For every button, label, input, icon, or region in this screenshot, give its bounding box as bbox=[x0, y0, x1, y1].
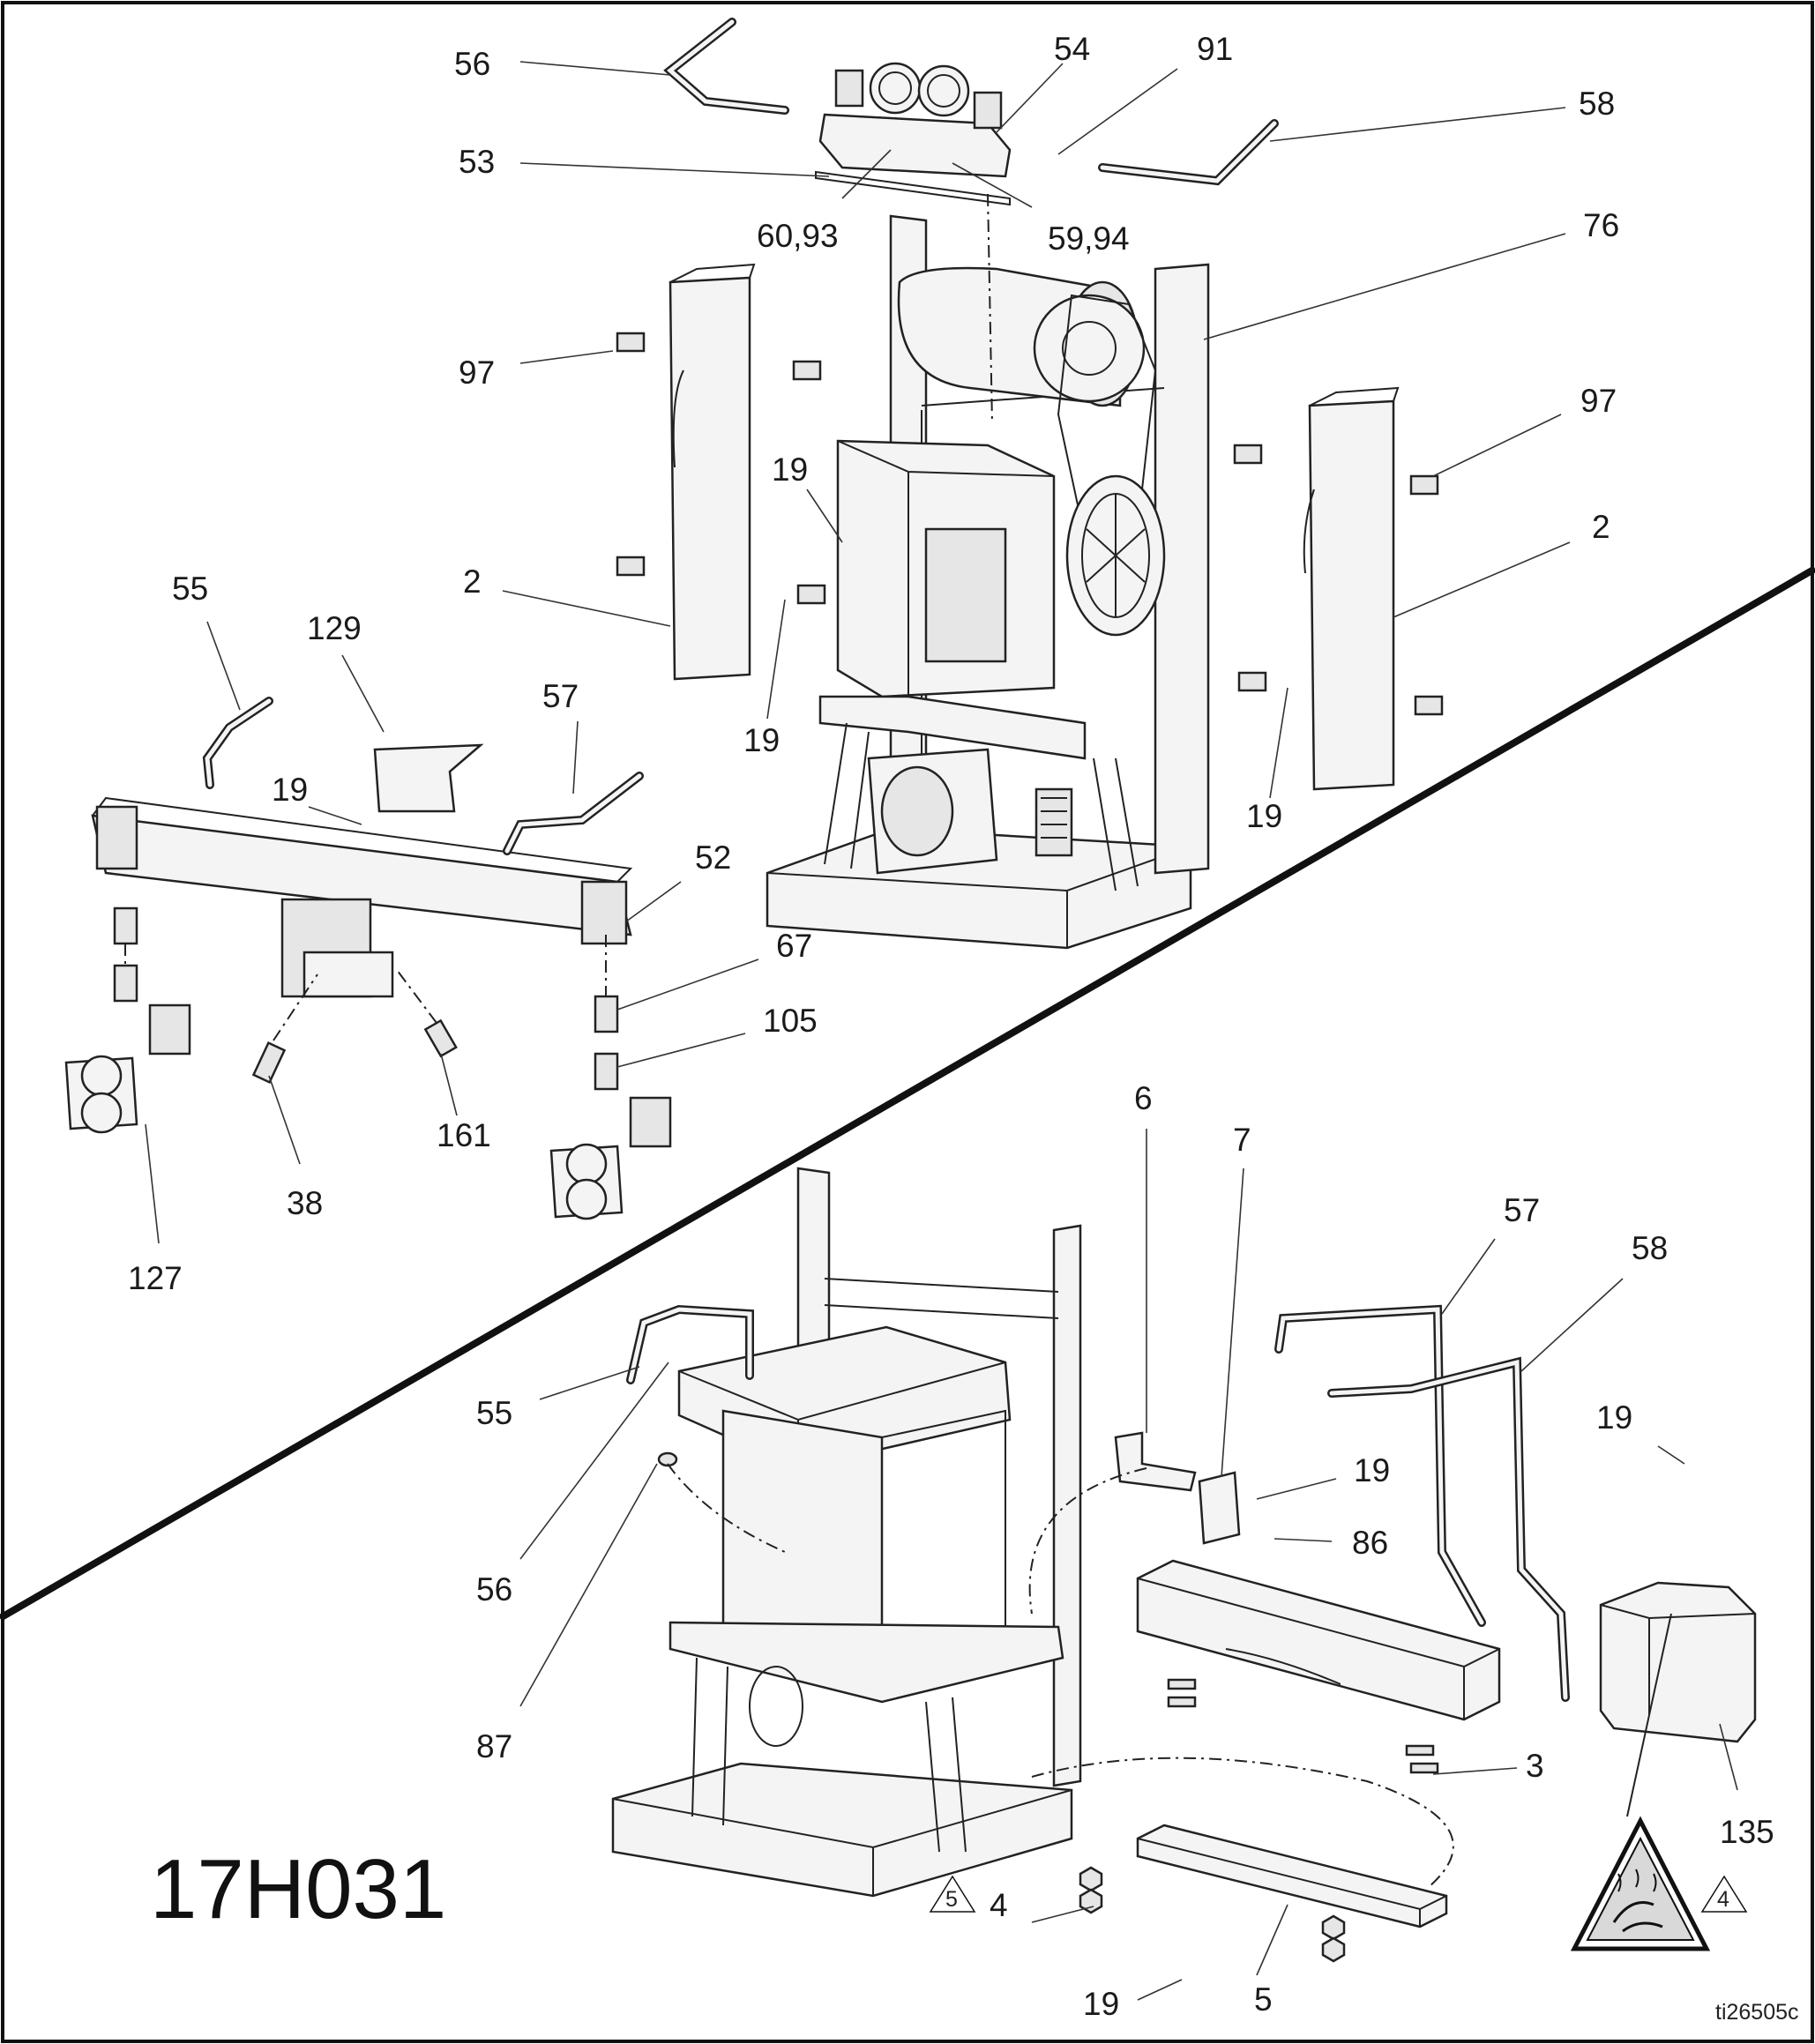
callout-19-cover: 19 bbox=[272, 772, 308, 808]
callout-19-pump-left: 19 bbox=[743, 722, 780, 758]
callout-labels: 56 54 91 58 53 60,93 59,94 76 97 97 19 2… bbox=[128, 31, 1799, 2025]
callout-86: 86 bbox=[1352, 1525, 1388, 1561]
callout-76: 76 bbox=[1583, 207, 1619, 243]
callout-60-93: 60,93 bbox=[757, 218, 839, 254]
note-triangle-5 bbox=[929, 1875, 976, 1913]
callout-6: 6 bbox=[1134, 1080, 1153, 1116]
note-number-5: 5 bbox=[945, 1887, 958, 1912]
callout-55-bottom: 55 bbox=[476, 1395, 512, 1431]
callout-5-bracket: 5 bbox=[1254, 1981, 1273, 2018]
bottom-frame-assembly bbox=[611, 1167, 1757, 1963]
callout-53: 53 bbox=[459, 144, 495, 180]
callout-59-94: 59,94 bbox=[1048, 220, 1130, 257]
callout-52: 52 bbox=[695, 839, 731, 876]
callout-2-left: 2 bbox=[463, 563, 482, 600]
callout-97-right: 97 bbox=[1580, 383, 1617, 419]
callout-135: 135 bbox=[1720, 1814, 1774, 1850]
callout-19-center: 19 bbox=[772, 451, 808, 488]
callout-57-top: 57 bbox=[542, 678, 579, 714]
hot-surface-warning-icon bbox=[1570, 1613, 1711, 1951]
callout-129: 129 bbox=[307, 610, 362, 646]
callout-127: 127 bbox=[128, 1260, 183, 1296]
note-number-4: 4 bbox=[1717, 1887, 1729, 1912]
callout-55-top: 55 bbox=[172, 571, 208, 607]
callout-58-bottom: 58 bbox=[1632, 1230, 1668, 1266]
top-assembly bbox=[64, 18, 1444, 1220]
callout-19-plate: 19 bbox=[1354, 1452, 1390, 1488]
callout-19-cover-bottom: 19 bbox=[1596, 1399, 1632, 1436]
callout-38: 38 bbox=[287, 1185, 323, 1221]
callout-161: 161 bbox=[437, 1117, 491, 1153]
note-triangle-4 bbox=[1700, 1875, 1748, 1913]
callout-57-bottom: 57 bbox=[1504, 1192, 1540, 1228]
callout-105: 105 bbox=[763, 1003, 818, 1039]
leader-lines bbox=[145, 61, 1738, 2001]
callout-7: 7 bbox=[1233, 1122, 1251, 1158]
callout-67: 67 bbox=[776, 928, 812, 964]
callout-54: 54 bbox=[1054, 31, 1090, 67]
callout-19-bottom: 19 bbox=[1083, 1986, 1119, 2022]
callout-56: 56 bbox=[454, 46, 490, 82]
callout-4: 4 bbox=[990, 1887, 1008, 1923]
callout-97-left: 97 bbox=[459, 354, 495, 391]
callout-3: 3 bbox=[1526, 1748, 1544, 1784]
callout-56-bottom: 56 bbox=[476, 1571, 512, 1608]
callout-87: 87 bbox=[476, 1728, 512, 1764]
callout-19-pump-right: 19 bbox=[1246, 798, 1282, 834]
callout-91: 91 bbox=[1197, 31, 1233, 67]
section-divider bbox=[0, 565, 1815, 1622]
callout-2-right: 2 bbox=[1592, 509, 1610, 545]
model-label: 17H031 bbox=[150, 1842, 446, 1936]
callout-58: 58 bbox=[1579, 86, 1615, 122]
drawing-id: ti26505c bbox=[1715, 2000, 1799, 2025]
